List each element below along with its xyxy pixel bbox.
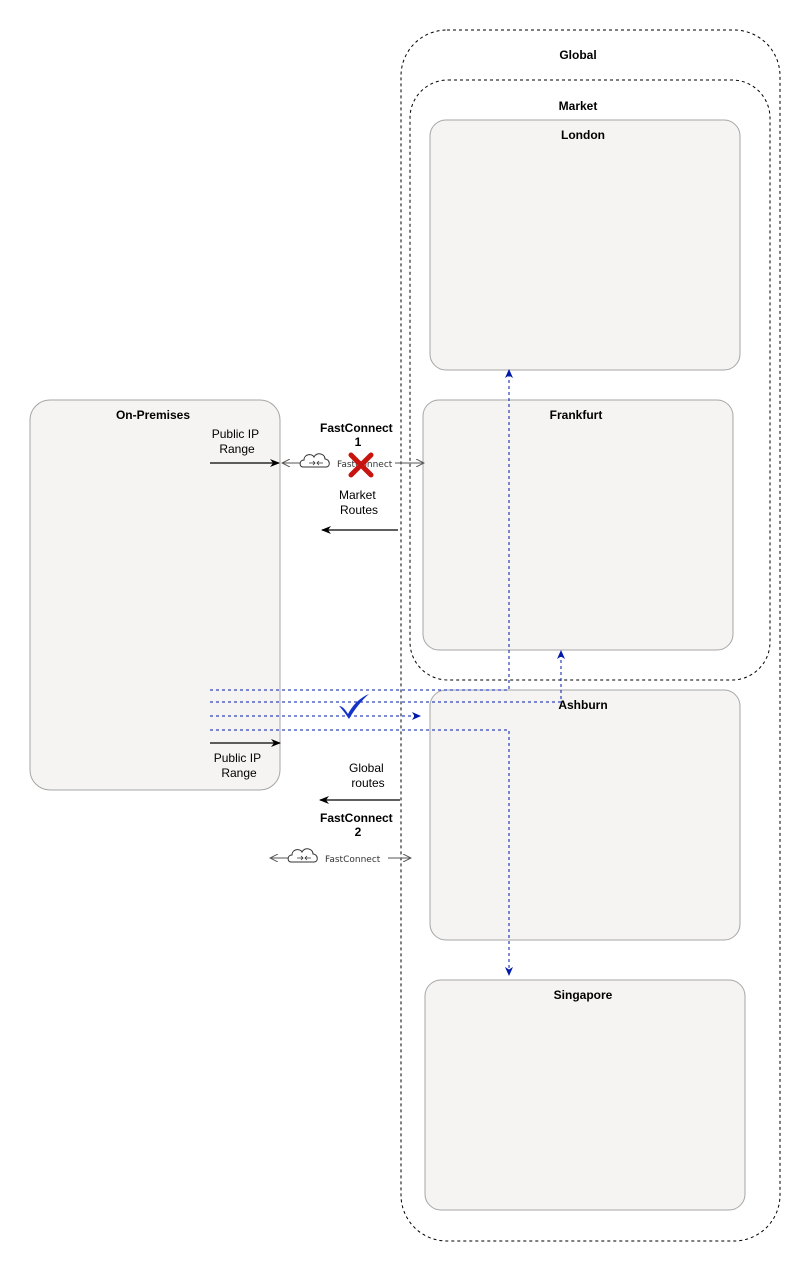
global-boundary [400,29,781,1242]
public-ip-range-bottom-label: Public IP Range [214,751,264,780]
frankfurt-label: Frankfurt [550,408,603,422]
route-lines [210,369,565,976]
london-region [429,119,741,371]
fastconnect-1-label: FastConnect 1 [320,421,396,449]
fastconnect-1-icon-text: FastConnect [337,460,393,470]
singapore-label: Singapore [554,988,613,1002]
blue-checkmark-icon [339,694,369,719]
route-to-london [210,369,513,691]
fastconnect-2-icon-text: FastConnect [325,855,381,865]
route-to-frankfurt [210,650,565,703]
on-premises-label: On-Premises [116,408,190,422]
market-boundary [409,79,771,681]
market-label: Market [559,99,598,113]
london-label: London [561,128,605,142]
ashburn-label: Ashburn [558,698,607,712]
public-ip-range-top-label: Public IP Range [212,427,262,456]
on-premises-region [29,399,281,791]
global-label: Global [559,48,596,62]
global-routes-label: Global routes [349,761,387,790]
route-to-singapore [210,729,513,976]
ashburn-region [429,689,741,941]
market-routes-label: Market Routes [339,488,379,517]
red-cross-icon [348,452,374,478]
fastconnect-icon [299,453,330,468]
singapore-region [424,979,746,1211]
fastconnect-icon [287,848,318,863]
fastconnect-2-label: FastConnect 2 [320,811,396,839]
frankfurt-region [422,399,734,651]
